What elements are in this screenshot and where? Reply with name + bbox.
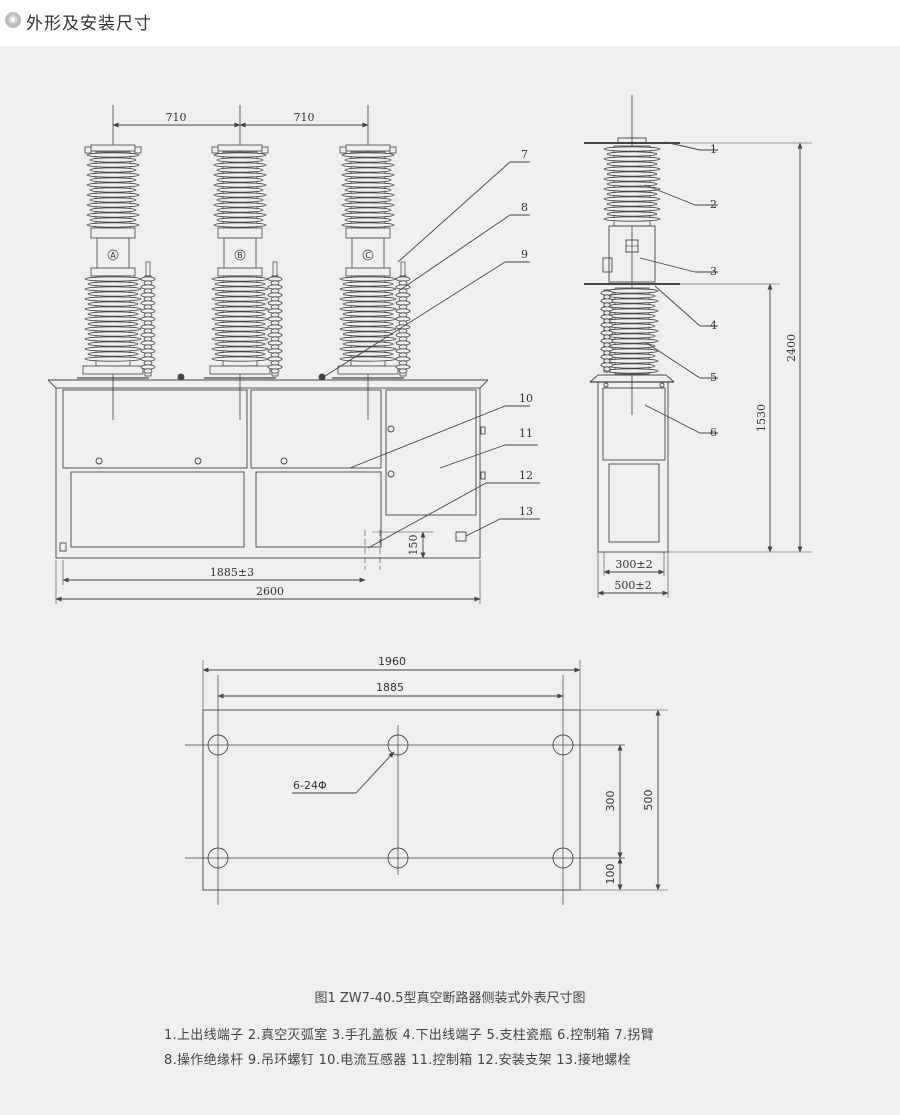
hole-spec-label: 6-24Φ [293,779,327,792]
insulator-pole [204,144,283,379]
dim-300-2: 300±2 [615,558,652,571]
dim-710-left: 710 [166,111,187,124]
callout-11: 11 [519,427,533,440]
insulator-pole [332,144,411,379]
dim-2600: 2600 [256,585,284,598]
callout-13: 13 [519,505,533,518]
callout-10: 10 [519,392,533,405]
callout-6: 6 [710,426,717,439]
dim-2400: 2400 [785,334,798,362]
dim-300: 300 [604,791,617,812]
dim-100: 100 [604,864,617,885]
callout-8: 8 [521,201,528,214]
dim-1960: 1960 [378,655,406,668]
dim-500: 500 [642,790,655,811]
section-title: 外形及安装尺寸 [26,14,152,34]
callout-9: 9 [521,248,528,261]
circle-logo-icon: ◉ [5,12,21,28]
base-plan [185,660,668,905]
dim-500-2: 500±2 [614,579,651,592]
callout-4: 4 [710,319,717,332]
callout-1: 1 [710,143,717,156]
drawing-labels: 710 710 A B C 7 8 9 10 11 12 13 150 1885… [107,111,798,885]
section-header: ◉ 外形及安装尺寸 [0,0,900,46]
phase-label-a: A [110,251,116,260]
front-view [47,105,540,604]
callout-3: 3 [710,265,717,278]
dim-1530: 1530 [755,404,768,432]
phase-label-c: C [365,251,371,260]
dim-1885: 1885 [376,681,404,694]
phase-label-b: B [237,251,243,260]
side-view [584,95,812,598]
callout-12: 12 [519,469,533,482]
callout-5: 5 [710,371,717,384]
insulator-pole [77,144,156,379]
callout-2: 2 [710,198,717,211]
dim-150: 150 [407,535,420,556]
legend-line-1: 1.上出线端子 2.真空灭弧室 3.手孔盖板 4.下出线端子 5.支柱瓷瓶 6.… [164,1028,655,1043]
figure-caption: 图1 ZW7-40.5型真空断路器侧装式外表尺寸图 [314,991,586,1006]
callout-7: 7 [521,148,528,161]
dim-1885-3: 1885±3 [210,566,254,579]
legend-line-2: 8.操作绝缘杆 9.吊环螺钉 10.电流互感器 11.控制箱 12.安装支架 1… [164,1053,631,1068]
dim-710-right: 710 [294,111,315,124]
